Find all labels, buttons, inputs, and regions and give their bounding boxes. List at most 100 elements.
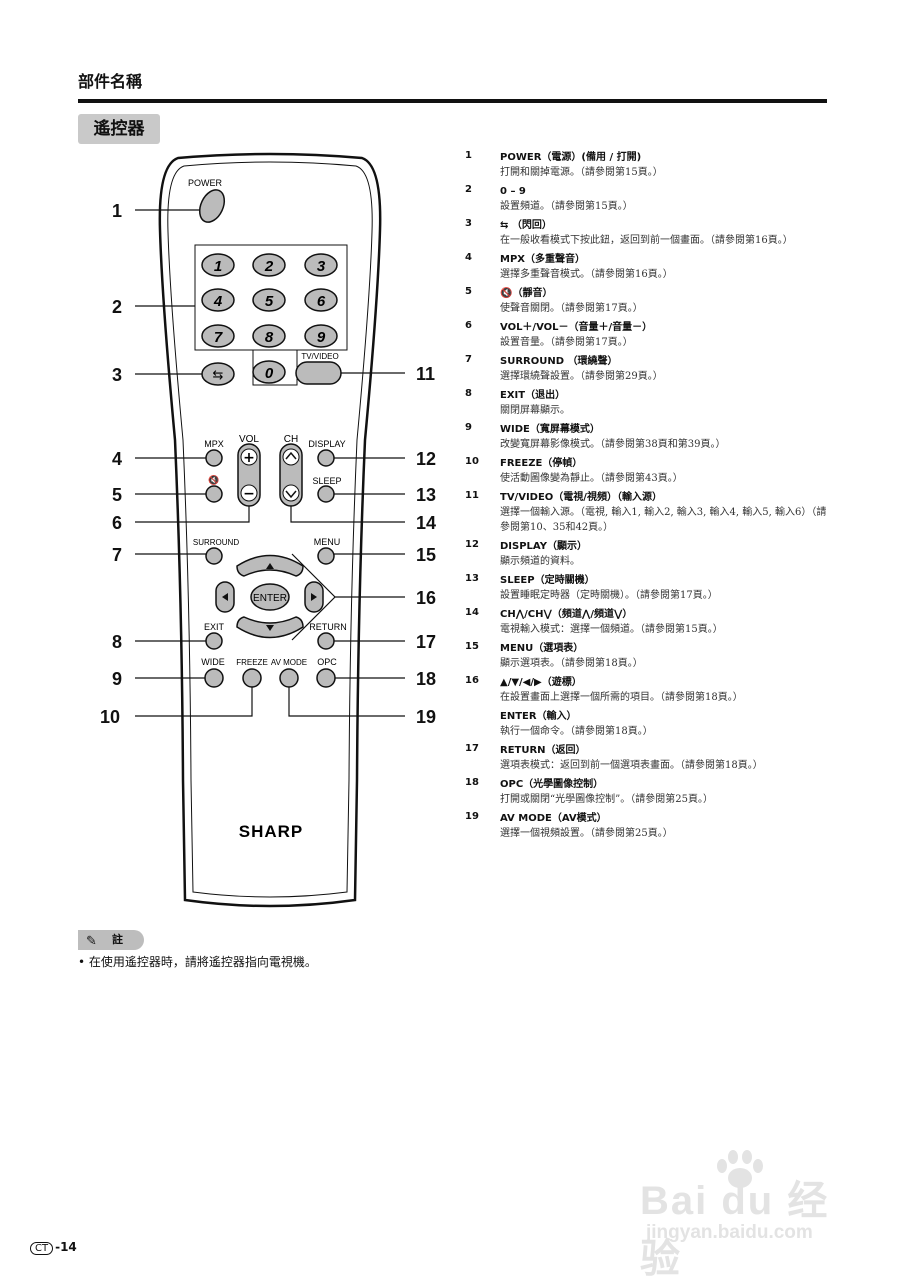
- display-button[interactable]: [317, 449, 335, 467]
- digit-label: 3: [317, 258, 326, 275]
- callout-16: 16: [416, 588, 436, 608]
- mpx-button[interactable]: [205, 449, 223, 467]
- legend-description: 選擇一個輸入源。（電視, 輸入1, 輸入2, 輸入3, 輸入4, 輸入5, 輸入…: [500, 507, 827, 533]
- note-badge: ✎ 註: [78, 930, 144, 950]
- wide-button[interactable]: [204, 668, 224, 688]
- digit-label: 2: [264, 258, 274, 275]
- legend-description: 設置睡眠定時器（定時關機）。（請參閱第17頁。）: [500, 590, 718, 601]
- digit-5-button[interactable]: 5: [252, 288, 286, 312]
- legend-number: 11: [465, 490, 479, 501]
- legend-item: ENTER（輸入）執行一個命令。（請參閱第18頁。）: [465, 709, 835, 739]
- callout-5: 5: [112, 485, 122, 505]
- legend-number: 4: [465, 252, 472, 263]
- vol-rocker[interactable]: + −: [237, 443, 261, 507]
- legend-title: MPX（多重聲音）: [500, 254, 585, 265]
- menu-button[interactable]: [317, 547, 335, 565]
- digit-label: 5: [265, 293, 274, 310]
- legend-title: 🔇（靜音）: [500, 288, 553, 299]
- digit-1-button[interactable]: 1: [201, 253, 235, 277]
- legend-item: 3⇆ （閃回）在一般收看模式下按此鈕，返回到前一個畫面。（請參閱第16頁。）: [465, 218, 835, 248]
- legend-title: SURROUND （環繞聲）: [500, 356, 618, 367]
- watermark-url: jingyan.baidu.com: [646, 1222, 813, 1243]
- digit-0-button[interactable]: 0: [252, 360, 286, 384]
- ch-rocker[interactable]: [279, 443, 303, 507]
- keypad-frame: [194, 244, 348, 351]
- legend-number: 17: [465, 743, 479, 754]
- freeze-button[interactable]: [242, 668, 262, 688]
- legend-description: 設置音量。（請參閱第17頁。）: [500, 337, 633, 348]
- legend-title: RETURN（返回）: [500, 745, 586, 756]
- wide-label: WIDE: [201, 657, 225, 667]
- digit-4-button[interactable]: 4: [201, 288, 235, 312]
- legend-description: 使聲音關閉。（請參閱第17頁。）: [500, 303, 643, 314]
- opc-button[interactable]: [316, 668, 336, 688]
- digit-label: 9: [317, 329, 326, 346]
- vol-plus-label: +: [243, 450, 255, 466]
- legend-description: 電視輸入模式：選擇一個頻道。（請參閱第15頁。）: [500, 624, 723, 635]
- arrow-down-icon: [266, 625, 274, 631]
- legend-description: 關閉屏幕顯示。: [500, 405, 570, 416]
- callout-12: 12: [416, 449, 436, 469]
- return-button[interactable]: [317, 632, 335, 650]
- sleep-button[interactable]: [317, 485, 335, 503]
- enter-label: ENTER: [253, 593, 287, 604]
- legend-title: FREEZE（停幀）: [500, 458, 583, 469]
- section-badge: 遙控器: [78, 114, 160, 144]
- legend-description: 改變寬屏幕影像模式。（請參閱第38頁和第39頁。）: [500, 439, 726, 450]
- av-mode-button[interactable]: [279, 668, 299, 688]
- legend-number: 8: [465, 388, 472, 399]
- legend-description: 選擇一個視頻設置。（請參閱第25頁。）: [500, 828, 673, 839]
- digit-6-button[interactable]: 6: [304, 288, 338, 312]
- vol-label: VOL: [239, 434, 259, 445]
- legend-description: 打開和關掉電源。（請參閱第15頁。）: [500, 167, 663, 178]
- legend-number: 7: [465, 354, 472, 365]
- digit-8-button[interactable]: 8: [252, 324, 286, 348]
- legend-description: 使活動圖像變為靜止。（請參閱第43頁。）: [500, 473, 683, 484]
- legend-description: 在設置畫面上選擇一個所需的項目。（請參閱第18頁。）: [500, 692, 743, 703]
- surround-button[interactable]: [205, 547, 223, 565]
- legend-number: 15: [465, 641, 479, 652]
- callout-13: 13: [416, 485, 436, 505]
- brand-logo: SHARP: [239, 822, 304, 841]
- digit-2-button[interactable]: 2: [252, 253, 286, 277]
- flashback-button[interactable]: ⇆: [201, 362, 235, 386]
- callout-9: 9: [112, 669, 122, 689]
- exit-button[interactable]: [205, 632, 223, 650]
- callout-10: 10: [100, 707, 120, 727]
- digit-7-button[interactable]: 7: [201, 324, 235, 348]
- legend-number: 6: [465, 320, 472, 331]
- note-text: • 在使用遙控器時，請將遙控器指向電視機。: [78, 955, 317, 969]
- arrow-left-icon: [222, 593, 228, 601]
- sleep-label: SLEEP: [312, 476, 341, 486]
- page-number: CT-14: [30, 1240, 77, 1255]
- dpad[interactable]: ENTER: [215, 554, 324, 639]
- display-label: DISPLAY: [308, 439, 345, 449]
- digit-3-button[interactable]: 3: [304, 253, 338, 277]
- mute-button[interactable]: [205, 485, 223, 503]
- callout-3: 3: [112, 365, 122, 385]
- legend-number: 3: [465, 218, 472, 229]
- vol-minus-label: −: [243, 486, 255, 502]
- legend-number: 5: [465, 286, 472, 297]
- legend-title: POWER（電源）(備用 / 打開): [500, 152, 642, 163]
- page-label: -14: [55, 1240, 77, 1254]
- power-button[interactable]: [195, 186, 229, 226]
- callout-11: 11: [416, 364, 435, 384]
- menu-label: MENU: [314, 537, 341, 547]
- mute-icon: 🔇: [208, 474, 219, 486]
- tv-video-button[interactable]: [295, 361, 342, 385]
- digit-9-button[interactable]: 9: [304, 324, 338, 348]
- callout-4: 4: [112, 449, 122, 469]
- legend-title: WIDE（寬屏幕模式）: [500, 424, 600, 435]
- legend-number: 1: [465, 150, 472, 161]
- legend-number: 2: [465, 184, 472, 195]
- legend-number: 19: [465, 811, 479, 822]
- digit-label: 0: [265, 365, 274, 382]
